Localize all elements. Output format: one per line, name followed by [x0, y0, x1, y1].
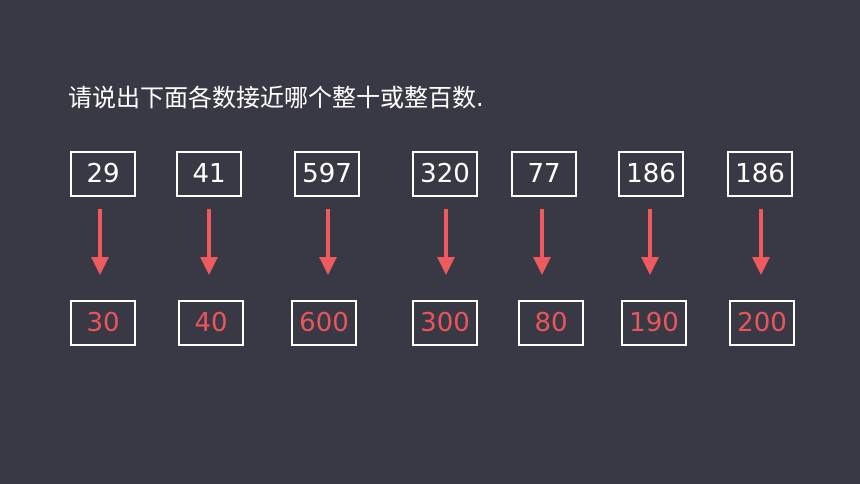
number-value: 186: [735, 159, 785, 189]
answer-value: 40: [194, 308, 228, 338]
down-arrow-icon: [641, 209, 659, 275]
answer-box-6: 190: [621, 300, 687, 346]
number-box-7: 186: [727, 151, 793, 197]
answer-value: 300: [420, 308, 470, 338]
answer-value: 190: [629, 308, 679, 338]
answer-box-3: 600: [291, 300, 357, 346]
down-arrow-icon: [319, 209, 337, 275]
number-box-4: 320: [412, 151, 478, 197]
number-box-3: 597: [294, 151, 360, 197]
answer-box-4: 300: [412, 300, 478, 346]
number-value: 41: [192, 159, 226, 189]
number-box-2: 41: [176, 151, 242, 197]
number-value: 186: [626, 159, 676, 189]
answer-box-1: 30: [70, 300, 136, 346]
answer-box-2: 40: [178, 300, 244, 346]
number-box-1: 29: [70, 151, 136, 197]
answer-value: 200: [737, 308, 787, 338]
down-arrow-icon: [437, 209, 455, 275]
question-prompt: 请说出下面各数接近哪个整十或整百数.: [68, 84, 484, 112]
answer-value: 80: [534, 308, 568, 338]
number-value: 29: [86, 159, 120, 189]
number-value: 77: [527, 159, 561, 189]
down-arrow-icon: [91, 209, 109, 275]
number-box-6: 186: [618, 151, 684, 197]
number-box-5: 77: [511, 151, 577, 197]
answer-box-5: 80: [518, 300, 584, 346]
answer-value: 600: [299, 308, 349, 338]
number-value: 320: [420, 159, 470, 189]
number-value: 597: [302, 159, 352, 189]
down-arrow-icon: [533, 209, 551, 275]
answer-box-7: 200: [729, 300, 795, 346]
down-arrow-icon: [200, 209, 218, 275]
down-arrow-icon: [752, 209, 770, 275]
answer-value: 30: [86, 308, 120, 338]
